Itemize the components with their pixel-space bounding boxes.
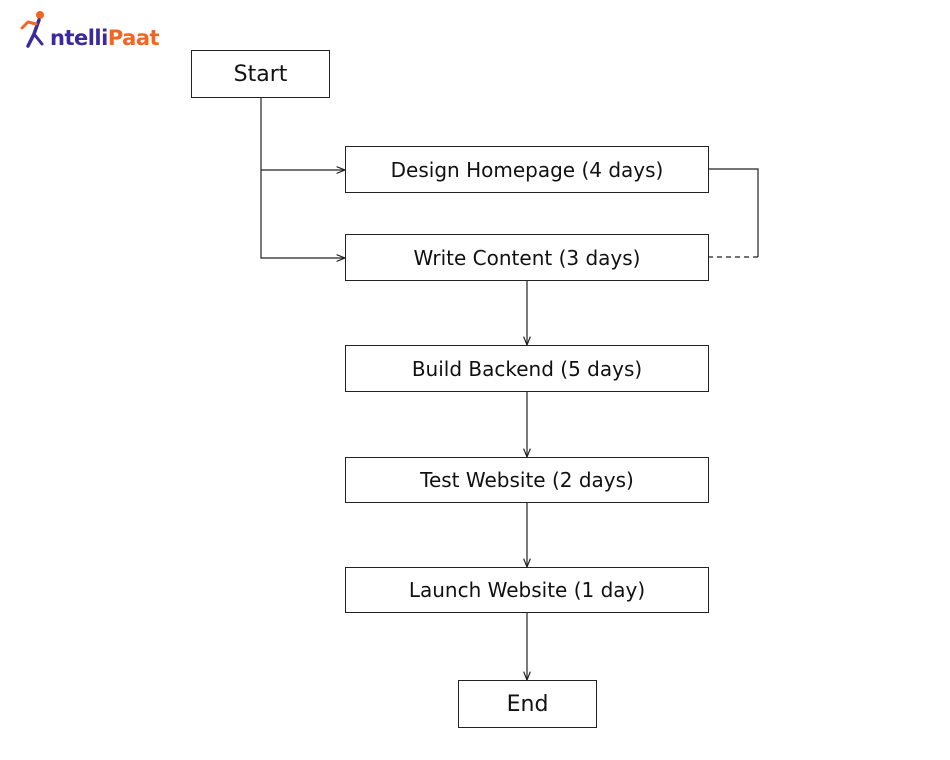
start-label: Start: [233, 61, 288, 87]
write-content-node: Write Content (3 days): [345, 234, 709, 281]
test-website-label: Test Website (2 days): [420, 468, 634, 492]
build-backend-node: Build Backend (5 days): [345, 345, 709, 392]
connector-start-design: [260, 97, 345, 170]
launch-website-label: Launch Website (1 day): [408, 578, 646, 602]
connector-design-loop: [708, 168, 759, 257]
connector-start-write: [260, 170, 345, 258]
intellipaat-logo: ntelliPaat: [16, 8, 160, 58]
write-content-label: Write Content (3 days): [413, 245, 641, 270]
launch-website-node: Launch Website (1 day): [345, 567, 709, 613]
runner-icon: [20, 11, 44, 48]
logo-text-part1: ntelli: [50, 26, 108, 50]
start-node: Start: [191, 50, 330, 98]
test-website-node: Test Website (2 days): [345, 457, 709, 503]
design-homepage-label: Design Homepage (4 days): [390, 157, 664, 182]
design-homepage-node: Design Homepage (4 days): [345, 146, 709, 193]
end-node: End: [458, 680, 597, 728]
end-label: End: [506, 691, 549, 717]
logo-text-part2: Paat: [107, 26, 160, 50]
build-backend-label: Build Backend (5 days): [411, 356, 643, 381]
logo-wordmark: ntelliPaat: [50, 26, 160, 50]
